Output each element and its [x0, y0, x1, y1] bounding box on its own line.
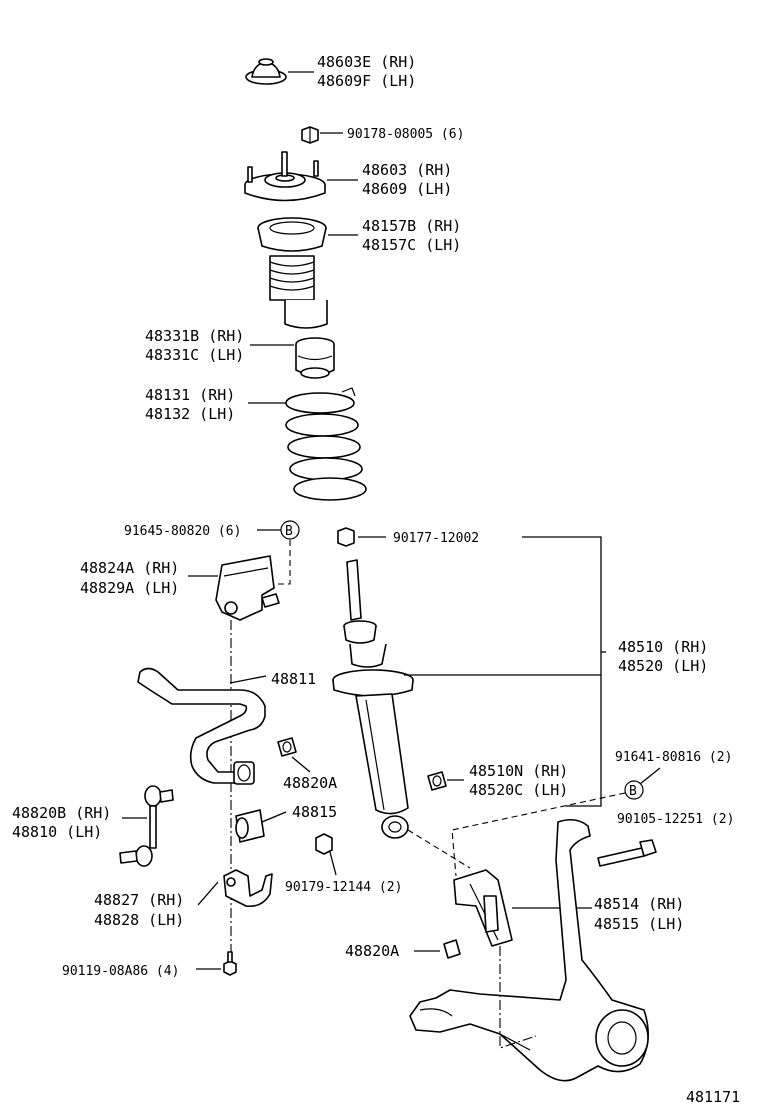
label-bumper-rh: 48331B (RH)	[145, 327, 244, 345]
label-lower-nut: 90179-12144 (2)	[285, 880, 402, 895]
callout-b-top-text: B	[285, 524, 293, 539]
label-absorber-lh: 48520 (LH)	[618, 657, 708, 675]
label-absorber-rh: 48510 (RH)	[618, 638, 708, 656]
label-clamp-lh: 48828 (LH)	[94, 911, 184, 929]
coil-spring-part	[285, 387, 367, 501]
label-arm-bush: 48820A	[345, 942, 399, 960]
lower-bush-part	[427, 771, 447, 791]
label-bolt-b2: 91641-80816 (2)	[615, 750, 732, 765]
top-nut-part	[301, 126, 319, 144]
label-bottom-bolt: 90119-08A86 (4)	[62, 964, 179, 979]
dust-boot-part	[257, 217, 328, 329]
stabilizer-bush-part	[235, 809, 265, 843]
label-support-lh: 48609 (LH)	[362, 180, 452, 198]
label-arm-bracket-rh: 48514 (RH)	[594, 895, 684, 913]
label-link-lh: 48810 (LH)	[12, 823, 102, 841]
label-mount-cover-rh: 48603E (RH)	[317, 53, 416, 71]
label-arm-bracket-lh: 48515 (LH)	[594, 915, 684, 933]
absorber-nut-part	[337, 527, 355, 547]
label-top-nut: 90178-08005 (6)	[347, 127, 464, 142]
label-absorber-nut: 90177-12002	[393, 531, 479, 546]
label-stabilizer-bar: 48811	[271, 670, 316, 688]
stabilizer-clamp-part	[223, 869, 273, 908]
shock-absorber-part	[332, 559, 414, 839]
label-boot-lh: 48157C (LH)	[362, 236, 461, 254]
small-bush-part	[277, 737, 297, 757]
callout-b-lower-text: B	[629, 784, 637, 799]
arm-bush-part	[443, 939, 461, 959]
diagram-id: 481171	[686, 1088, 740, 1106]
bottom-bolt-part	[223, 951, 237, 976]
label-lower-bush-rh: 48510N (RH)	[469, 762, 568, 780]
lower-nut-part	[315, 833, 333, 855]
strut-support-part	[244, 151, 326, 202]
bound-bumper-part	[295, 337, 335, 379]
label-spring-lh: 48132 (LH)	[145, 405, 235, 423]
stabilizer-bar-part	[137, 667, 266, 785]
label-small-bush: 48820A	[283, 774, 337, 792]
label-bracket-lh: 48829A (LH)	[80, 579, 179, 597]
label-boot-rh: 48157B (RH)	[362, 217, 461, 235]
label-clamp-rh: 48827 (RH)	[94, 891, 184, 909]
label-bumper-lh: 48331C (LH)	[145, 346, 244, 364]
label-support-rh: 48603 (RH)	[362, 161, 452, 179]
mount-cover-part	[245, 58, 287, 85]
label-spring-rh: 48131 (RH)	[145, 386, 235, 404]
label-link-rh: 48820B (RH)	[12, 804, 111, 822]
label-lower-bush-lh: 48520C (LH)	[469, 781, 568, 799]
long-bolt-part	[597, 839, 657, 867]
label-mount-cover-lh: 48609F (LH)	[317, 72, 416, 90]
label-stab-bush: 48815	[292, 803, 337, 821]
label-bolt-b: 91645-80820 (6)	[124, 524, 241, 539]
stabilizer-bracket-part	[215, 555, 280, 621]
steering-knuckle-part	[409, 818, 649, 1082]
callout-b-lower	[624, 780, 644, 800]
callout-b-top	[280, 520, 300, 540]
label-long-bolt: 90105-12251 (2)	[617, 812, 734, 827]
stabilizer-link-part	[119, 785, 174, 867]
label-bracket-rh: 48824A (RH)	[80, 559, 179, 577]
lower-arm-bracket-part	[453, 869, 513, 947]
